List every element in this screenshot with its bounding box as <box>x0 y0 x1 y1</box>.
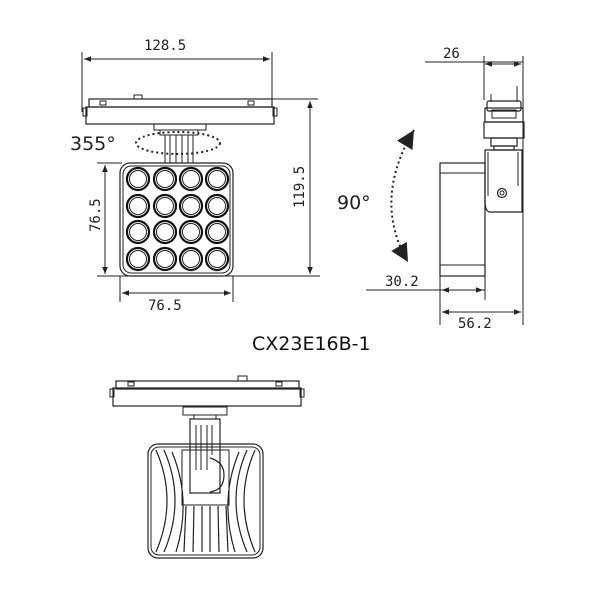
dimension-overall-depth: 56.2 <box>439 276 521 332</box>
rotation-label: 355° <box>70 133 116 155</box>
dimension-adapter-width: 26 <box>425 46 524 325</box>
led-grid <box>125 166 230 272</box>
dim-adapter-width-label: 26 <box>443 46 460 62</box>
tilt-indicator: 90° <box>337 129 415 263</box>
model-code: CX23E16B-1 <box>252 333 371 355</box>
rear-head <box>147 443 264 559</box>
rear-yoke <box>189 418 225 494</box>
dimension-head-depth: 30.2 <box>366 274 486 300</box>
rear-view <box>109 375 305 559</box>
led-head <box>119 162 234 277</box>
dim-overall-depth-label: 56.2 <box>458 316 492 332</box>
dimension-head-height: 76.5 <box>88 162 320 277</box>
rotation-indicator: 355° <box>70 131 221 155</box>
dimension-head-width: 76.5 <box>119 276 234 314</box>
dim-head-width-label: 76.5 <box>148 298 182 314</box>
side-head <box>439 162 486 277</box>
dim-head-depth-label: 30.2 <box>385 274 419 290</box>
stem <box>159 129 199 163</box>
front-view: 128.5 355° <box>70 38 320 314</box>
side-adapter <box>483 86 525 151</box>
side-yoke <box>484 149 523 213</box>
rear-track-adapter <box>109 375 305 420</box>
tilt-label: 90° <box>337 192 371 214</box>
dim-overall-width-label: 128.5 <box>144 38 186 54</box>
dim-overall-height-label: 119.5 <box>292 166 308 208</box>
heat-fins <box>155 449 256 553</box>
track-adapter <box>82 94 318 131</box>
dim-head-height-label: 76.5 <box>88 198 104 232</box>
side-view: 26 90° <box>337 46 525 332</box>
dimension-overall-height: 119.5 <box>292 101 313 274</box>
dimension-overall-width: 128.5 <box>81 38 273 112</box>
